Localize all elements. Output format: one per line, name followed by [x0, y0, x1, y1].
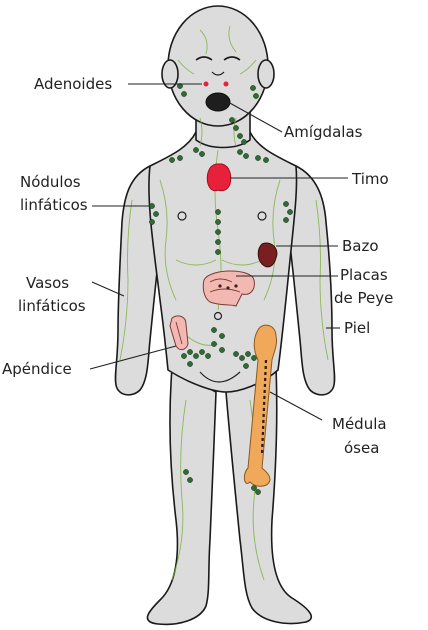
label-amigdalas: Amígdalas	[284, 123, 363, 141]
spleen	[258, 243, 277, 267]
child-body	[115, 6, 334, 624]
mouth	[206, 93, 230, 111]
label-placas-1: Placas	[340, 266, 388, 284]
label-vasos-2: linfáticos	[18, 297, 86, 315]
thymus	[207, 164, 230, 191]
label-adenoides: Adenoides	[34, 75, 112, 93]
label-nodulos-1: Nódulos	[20, 173, 81, 191]
label-vasos-1: Vasos	[26, 274, 69, 292]
label-placas-2: de Peye	[334, 289, 393, 307]
label-medula-1: Médula	[332, 415, 387, 433]
right-leg	[226, 368, 311, 623]
label-piel: Piel	[344, 319, 370, 337]
right-ear	[258, 60, 274, 88]
label-nodulos-2: linfáticos	[20, 196, 88, 214]
label-medula-2: ósea	[344, 439, 379, 457]
label-timo: Timo	[351, 170, 389, 188]
label-apendice: Apéndice	[2, 360, 72, 378]
label-bazo: Bazo	[342, 237, 379, 255]
